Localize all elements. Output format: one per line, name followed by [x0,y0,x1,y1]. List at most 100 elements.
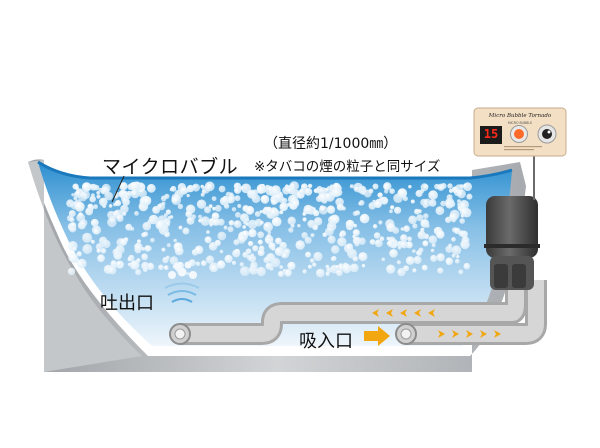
bubble [134,211,139,216]
bubble [295,240,305,250]
bubble [431,243,436,248]
bubble [254,211,261,217]
bubble [270,209,277,216]
bubble [234,188,240,194]
bubble [108,204,113,208]
bubble [402,196,408,202]
bubble [400,227,404,231]
bubble [167,216,171,220]
bubble [96,194,101,199]
bubble [148,214,159,225]
bubble [259,210,263,214]
bubble [135,269,142,276]
bubble [416,214,424,222]
bubble [248,228,257,238]
bubble [192,184,197,189]
bubble [288,227,294,233]
bubble [241,230,249,238]
bubble [254,218,263,227]
bubble [97,254,105,263]
bubble [250,253,255,257]
bubble [398,270,402,274]
bubble [330,256,336,262]
bubble [265,262,273,270]
bubble [327,235,336,244]
bubble [90,239,95,244]
bubble [318,205,328,215]
bubble [120,204,129,214]
bubble [349,263,359,273]
bubble [422,240,429,247]
bubble [267,230,272,235]
bubble [257,231,265,239]
bubble [462,183,468,189]
bubble [326,205,336,214]
bubble [437,183,445,191]
bubble [423,213,429,219]
bubble [389,188,395,194]
outlet-label: 吐出口 [100,293,154,314]
bubble [418,247,424,253]
bubble [268,188,273,192]
bubble [166,255,170,260]
bubble [461,236,470,245]
bubble [100,186,110,195]
bubble [180,186,188,195]
bubble [204,206,211,214]
bubble [326,185,333,193]
bubble [195,261,201,267]
bubble [163,265,169,271]
bubble [428,235,438,244]
micro-bubbles [66,181,473,278]
bubble [127,262,132,267]
bubble [164,193,170,199]
bubble [309,258,315,263]
bubble [227,226,234,233]
bubble [87,203,94,210]
bubble [247,189,257,199]
bubble [307,183,313,189]
bubble [335,264,340,270]
bubble [245,205,255,215]
bubble [266,234,272,239]
micro-bubble-label: マイクロバブル [102,156,239,178]
bubble [177,203,184,210]
bubble [186,272,190,276]
inlet-label: 吸入口 [299,331,353,352]
bubble [211,212,220,220]
bubble [165,209,171,215]
bubble [174,246,184,256]
pump-unit [484,196,540,290]
bubble [417,230,426,240]
bubble [90,193,95,198]
outlet-spray [164,261,200,303]
bubble [394,206,402,214]
bubble [359,213,370,224]
bubble [287,188,292,193]
bubble [123,237,129,242]
bubble [228,220,235,226]
bubble [81,182,92,192]
bubble [339,232,344,238]
bubble [171,195,182,206]
bubble [233,182,241,190]
bubble [451,237,456,242]
bubble [407,236,412,242]
bubble [143,197,151,205]
bubble [130,226,135,231]
bubble [252,245,259,252]
bubble [458,230,465,237]
bubble [387,240,394,247]
bubble [375,239,381,245]
bubble [448,188,454,193]
bubble [379,197,383,202]
bubble [240,186,244,190]
bubble [459,207,469,217]
bubble [417,209,422,214]
bubble [302,217,307,222]
bubble [284,248,291,255]
bubble [408,215,417,225]
left-arrow-icon [428,309,435,317]
bubble [459,218,466,224]
bubble [256,266,266,277]
